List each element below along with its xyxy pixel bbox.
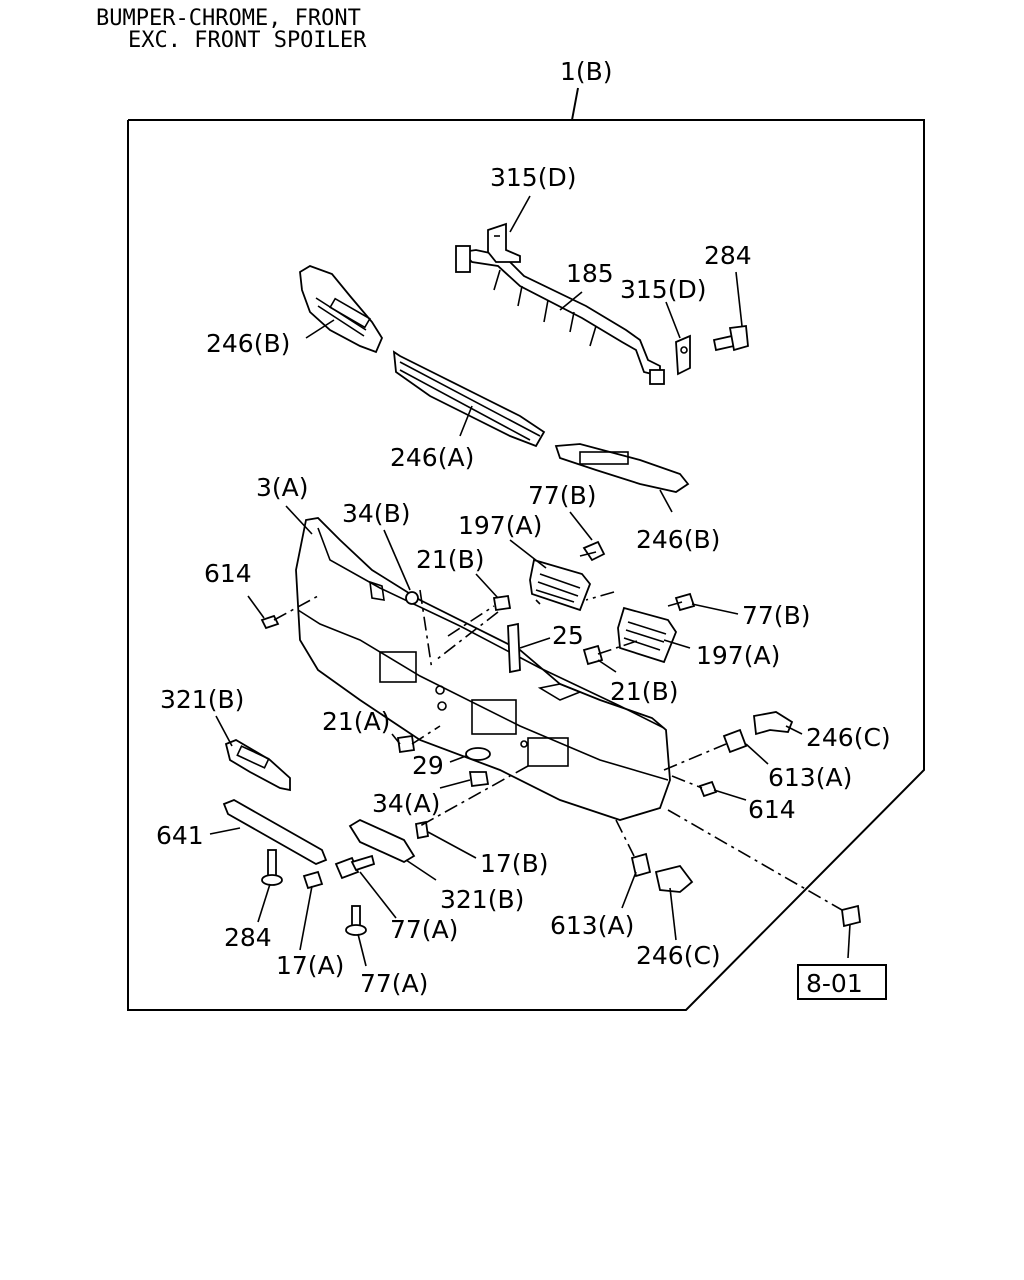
nut-34a (468, 771, 490, 788)
assembly-lines (273, 589, 843, 911)
clip-77b-right (667, 592, 696, 612)
callout-614-right: 614 (748, 795, 796, 824)
clip-21a (396, 734, 416, 754)
callout-34b: 34(B) (342, 499, 410, 528)
bracket-321b-top (224, 739, 291, 792)
assembly-label: 1(B) (560, 57, 613, 86)
callout-321b-top: 321(B) (160, 685, 244, 714)
callout-17a: 17(A) (276, 951, 344, 980)
stay-bar-185 (455, 245, 665, 385)
callout-77a-bottom: 77(A) (360, 969, 428, 998)
callout-246b-right: 246(B) (636, 525, 720, 554)
clip-21b-top (492, 594, 512, 612)
callout-246c-top: 246(C) (806, 723, 891, 752)
assembly-frame (127, 87, 925, 1011)
callout-21b-top: 21(B) (416, 545, 484, 574)
diagram-title-line-2: EXC. FRONT SPOILER (128, 28, 367, 53)
stay-25 (507, 622, 521, 674)
reference-box[interactable]: 8-01 (797, 964, 887, 1000)
callout-34a: 34(A) (372, 789, 440, 818)
clip-613a-bottom (630, 852, 652, 878)
callout-77b-top: 77(B) (528, 481, 596, 510)
callout-614-left: 614 (204, 559, 252, 588)
callout-77a-mid: 77(A) (390, 915, 458, 944)
callout-185: 185 (566, 259, 614, 288)
callout-17b: 17(B) (480, 849, 548, 878)
callout-246a: 246(A) (390, 443, 474, 472)
bracket-17a (302, 870, 324, 890)
washer-29 (465, 747, 491, 761)
garnish-246b-right (554, 443, 690, 493)
callout-77b-right: 77(B) (742, 601, 810, 630)
callout-21a: 21(A) (322, 707, 390, 736)
bracket-315d-right (675, 334, 691, 376)
bracket-246c-top (753, 711, 794, 736)
plate-641 (222, 799, 328, 865)
callout-613a-right: 613(A) (768, 763, 852, 792)
callout-315d-right: 315(D) (620, 275, 706, 304)
bolt-284-bottom (261, 849, 283, 886)
reference-box-label: 8-01 (806, 969, 863, 998)
grille-246a (392, 350, 546, 448)
callout-321b-bottom: 321(B) (440, 885, 524, 914)
callout-246c-bottom: 246(C) (636, 941, 721, 970)
callout-3a: 3(A) (256, 473, 309, 502)
callout-197a-top: 197(A) (458, 511, 542, 540)
clip-614-right (698, 780, 718, 798)
callout-315d-top: 315(D) (490, 163, 576, 192)
callout-641: 641 (156, 821, 204, 850)
callout-246b-left: 246(B) (206, 329, 290, 358)
bumper-body-3a (295, 517, 671, 821)
callout-284-bottom: 284 (224, 923, 272, 952)
bolt-77a-mid (334, 854, 376, 880)
leader-lines (209, 195, 851, 967)
bolt-284-top (712, 324, 749, 352)
clip-613a-right (722, 728, 748, 754)
clip-614-left (260, 614, 280, 630)
grille-197a-top (529, 558, 592, 612)
bracket-17b (414, 820, 430, 840)
bolt-77a-bottom (345, 905, 367, 936)
ref-connector-part (841, 904, 861, 928)
callout-284-top: 284 (704, 241, 752, 270)
bracket-246c-bottom (654, 864, 694, 893)
callout-613a-bottom: 613(A) (550, 911, 634, 940)
diagram-title-line-1: BUMPER-CHROME, FRONT (96, 6, 361, 31)
callout-21b-right: 21(B) (610, 677, 678, 706)
bracket-315d-top (487, 222, 521, 263)
callout-25: 25 (552, 621, 584, 650)
nut-34b (405, 591, 419, 605)
bracket-321b-bottom (348, 818, 416, 864)
callout-197a-right: 197(A) (696, 641, 780, 670)
garnish-246b-left (299, 265, 384, 354)
clip-21b-right (582, 644, 604, 666)
grille-197a-right (617, 606, 678, 664)
callout-29: 29 (412, 751, 444, 780)
clip-77b-top (579, 540, 606, 562)
